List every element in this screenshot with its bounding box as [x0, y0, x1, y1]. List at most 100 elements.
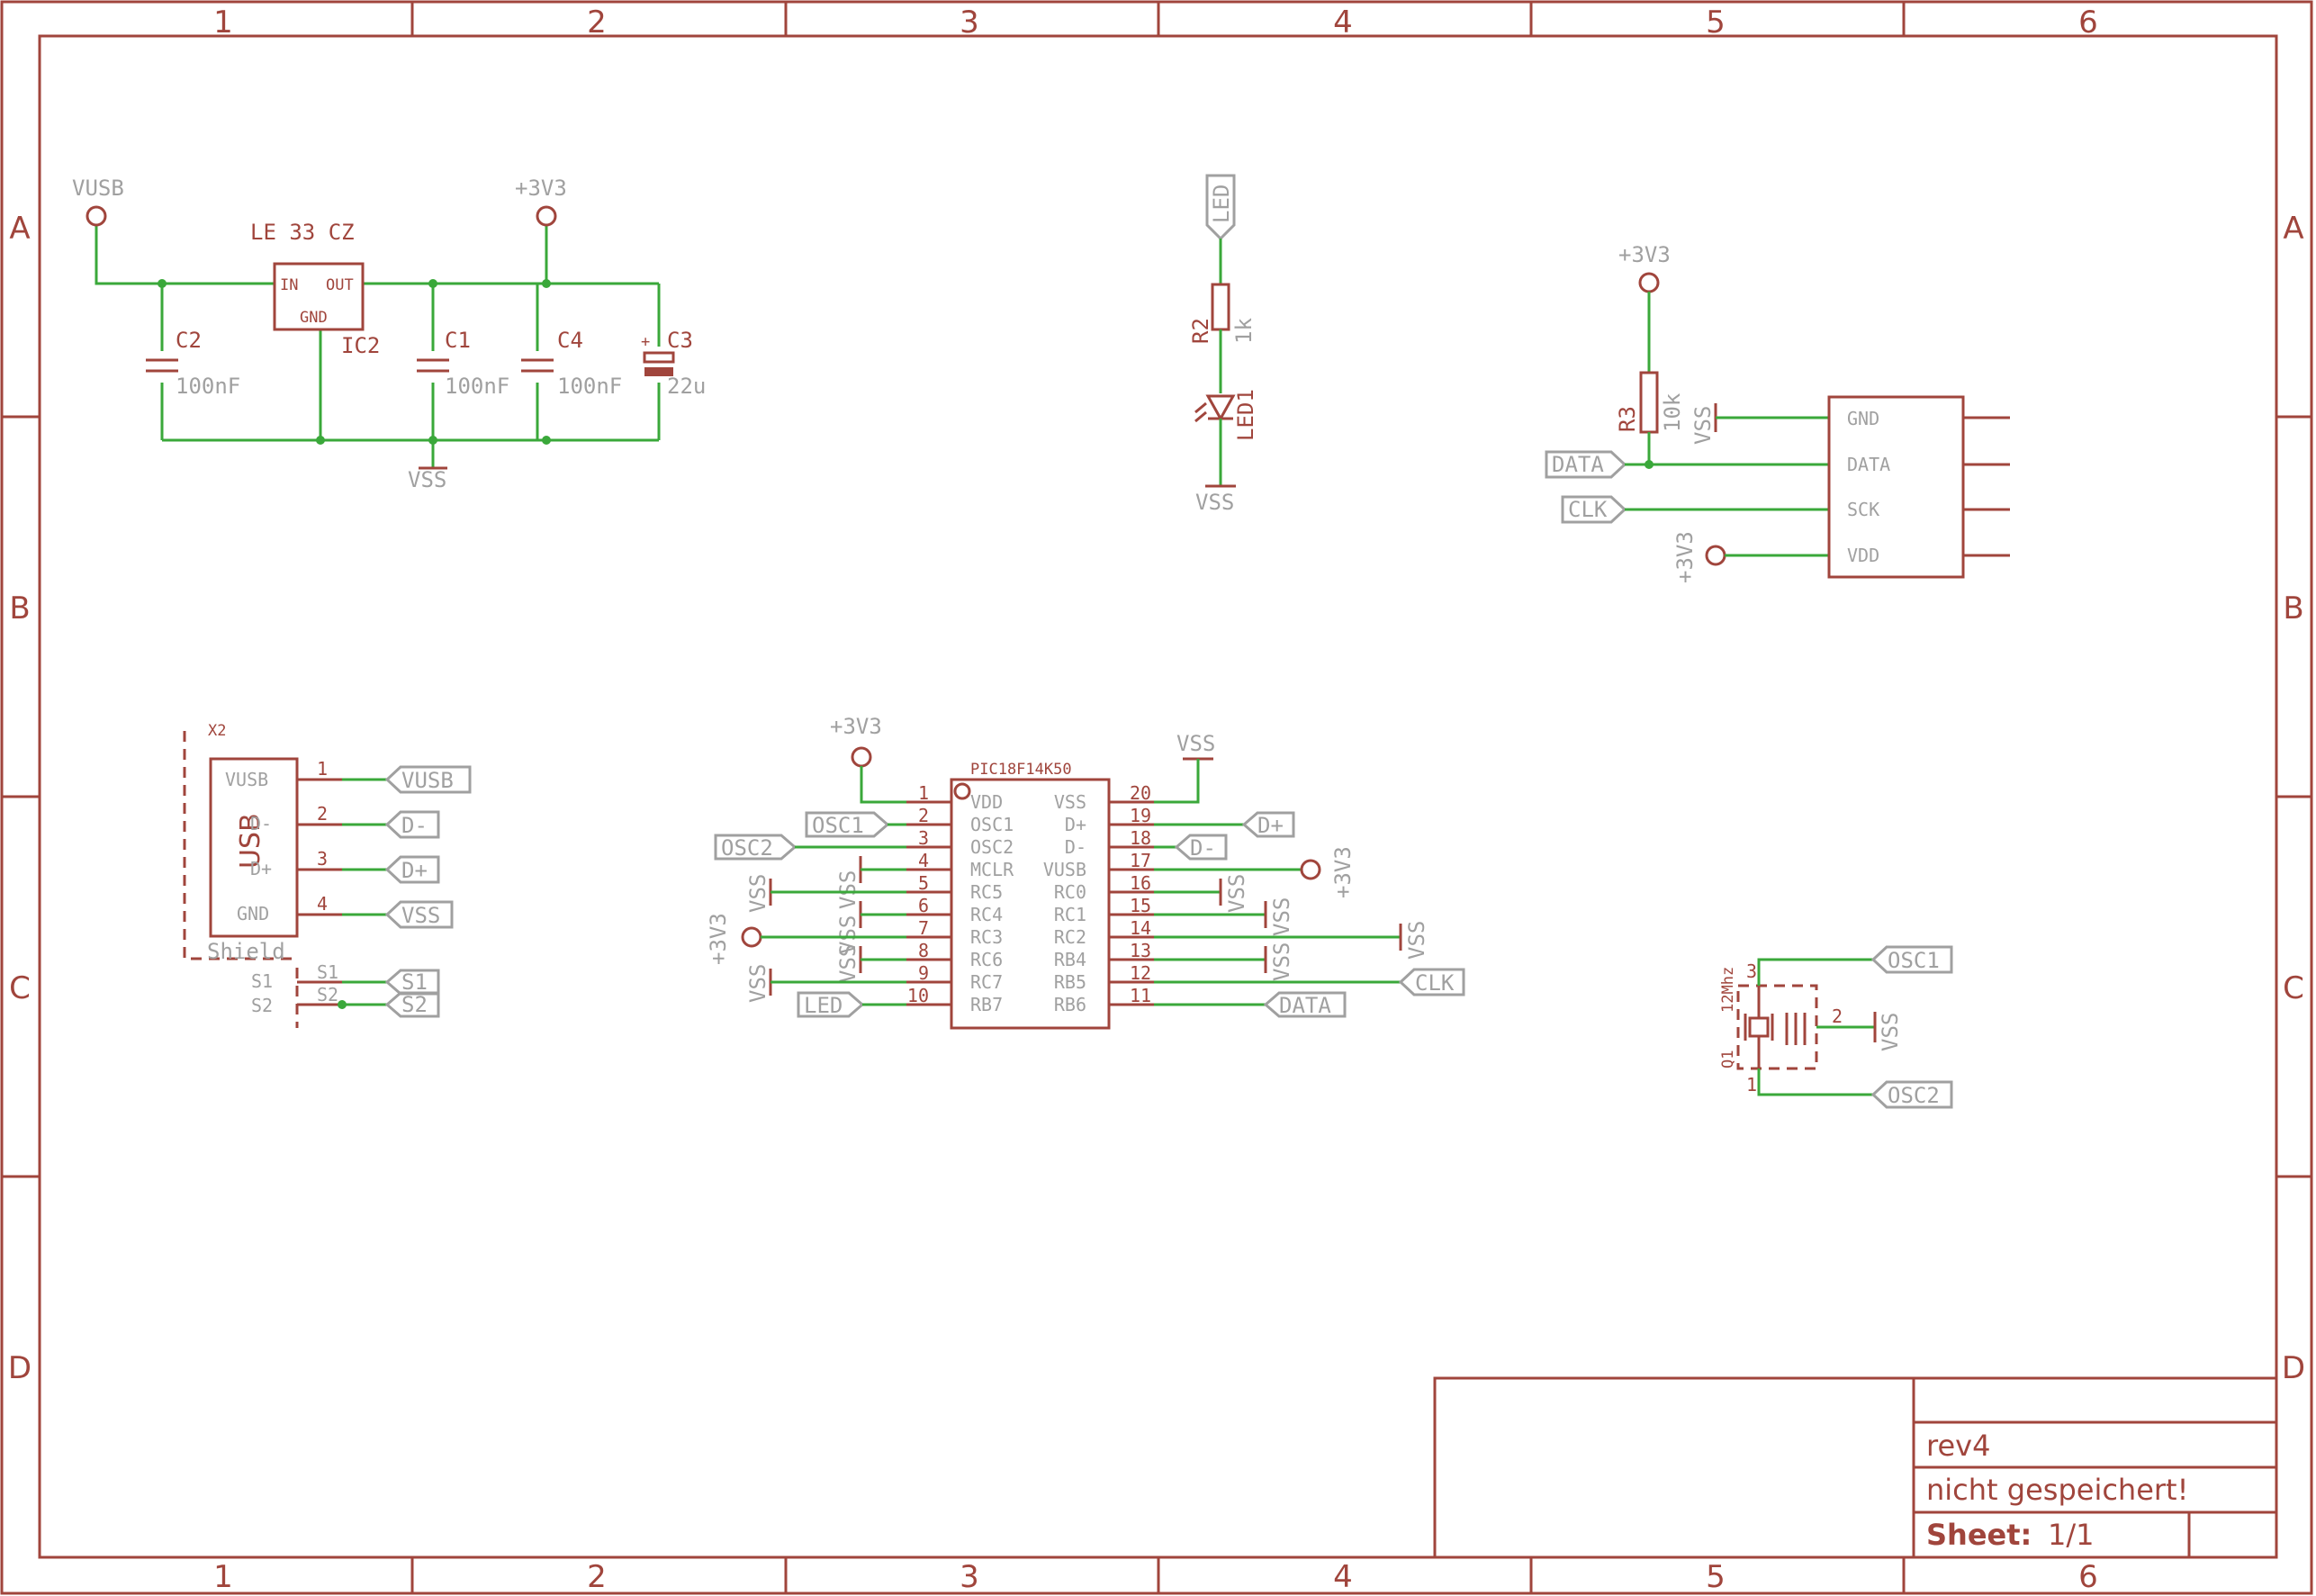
usb-dplus-net-tag [384, 855, 440, 884]
c2-name: C2 [176, 328, 202, 353]
mcu-osc2-net: OSC2 [721, 835, 773, 861]
r3-resistor-body [1639, 371, 1659, 434]
frame-row-labels-right: A B C D [2282, 211, 2305, 1386]
sheet-number: 1/1 [2048, 1518, 2095, 1552]
usb-s1-net-tag [384, 969, 440, 996]
mcu-pin-name: RC5 [970, 881, 1003, 903]
col-label: 1 [213, 1559, 233, 1595]
mcu-right-pins: VSS D+ D- VUSB RC0 RC1 RC2 RB4 RB5 RB6 2… [1043, 782, 1151, 1015]
v33-supply-symbol [1705, 545, 1726, 566]
sensor-vss-label: VSS [1690, 406, 1716, 445]
row-label: B [9, 591, 30, 627]
mcu-pin-name: RC1 [1054, 904, 1086, 925]
sensor-clk-net-tag [1561, 495, 1627, 524]
usb-pin-dminus: D- [250, 813, 272, 834]
mcu-led-net-tag [797, 991, 865, 1018]
mcu-pin-name: RC2 [1054, 926, 1086, 948]
crystal-osc1-net-tag [1870, 945, 1953, 974]
mcu-body [950, 778, 1111, 1030]
mcu-vss-label: VSS [745, 964, 770, 1003]
usb-shield-pin-s2-left: S2 [251, 995, 273, 1016]
mcu-vss-label: VSS [835, 915, 861, 954]
mcu-vss-label: VSS [835, 944, 861, 983]
crystal-element [1748, 1016, 1770, 1038]
usb-pin-number: 1 [317, 758, 328, 780]
c1-value: 100nF [445, 374, 509, 399]
mcu-dplus-net: D+ [1257, 813, 1284, 838]
crystal-pin-number: 1 [1746, 1074, 1757, 1096]
mcu-vss-label: VSS [745, 874, 770, 913]
mcu-pin-name: RB6 [1054, 994, 1086, 1015]
crystal-value: 12Mhz [1719, 967, 1737, 1013]
crystal-name: Q1 [1719, 1050, 1737, 1069]
led1-name: LED1 [1233, 389, 1258, 441]
mcu-osc1-net-tag [805, 811, 890, 838]
sensor-data-net: DATA [1552, 452, 1604, 477]
mcu-pin-number: 1 [918, 782, 929, 804]
mcu-pin-name: VSS [1054, 791, 1086, 813]
col-label: 5 [1706, 5, 1726, 41]
mcu-pin-number: 16 [1130, 872, 1151, 894]
mcu-pin-number: 12 [1130, 962, 1151, 984]
c3-polarity: + [641, 333, 650, 351]
c3-name: C3 [667, 328, 693, 353]
sensor-ic-body [1827, 395, 1965, 579]
led-net-label: LED [1209, 185, 1234, 223]
mcu-pin-number: 3 [918, 827, 929, 849]
regulator-pin-out: OUT [326, 276, 354, 294]
crystal-osc2-net-tag [1870, 1080, 1953, 1109]
usb-body-label: USB [235, 813, 266, 869]
c1-name: C1 [445, 328, 471, 353]
title-block: rev4 nicht gespeichert! Sheet: 1/1 [1433, 1376, 2278, 1559]
mcu-dminus-net: D- [1190, 835, 1216, 861]
usb-pin-number: 4 [317, 893, 328, 915]
usb-pin-number: 2 [317, 803, 328, 825]
mcu-pin-number: 7 [918, 917, 929, 939]
row-label: B [2283, 591, 2303, 627]
usb-vusb-net-tag [384, 765, 472, 794]
mcu-led-net: LED [804, 993, 843, 1018]
mcu-pin-name: D+ [1065, 814, 1086, 835]
crystal-vss-label: VSS [1878, 1013, 1903, 1051]
usb-pin-vusb: VUSB [225, 769, 268, 790]
c3-value: 22u [667, 374, 706, 399]
mcu-pin-number: 10 [907, 985, 929, 1006]
crystal-outline [1736, 984, 1818, 1070]
c4-name: C4 [557, 328, 583, 353]
row-label: D [8, 1350, 32, 1386]
v33-supply-symbol [851, 746, 872, 768]
usb-dminus-net-tag [384, 810, 440, 839]
sensor-v33-label: +3V3 [1618, 242, 1671, 267]
mcu-pin-number: 9 [918, 962, 929, 984]
mcu-left-pins: VDD OSC1 OSC2 MCLR RC5 RC4 RC3 RC6 RC7 R… [907, 782, 1014, 1015]
v33-supply-symbol [1300, 859, 1321, 880]
crystal-pin-number: 3 [1746, 960, 1757, 982]
mcu-pin-number: 13 [1130, 940, 1151, 961]
v33-supply-label: +3V3 [515, 176, 567, 201]
r3-name: R3 [1615, 406, 1640, 432]
frame-column-labels-top: 1 2 3 4 5 6 [213, 5, 2098, 41]
mcu-v33-label: +3V3 [830, 714, 882, 739]
mcu-pin-name: RC7 [970, 971, 1003, 993]
vusb-supply-symbol [86, 205, 107, 227]
c4-value: 100nF [557, 374, 622, 399]
crystal-osc2-net: OSC2 [1888, 1083, 1940, 1108]
mcu-pin-name: RB7 [970, 994, 1003, 1015]
usb-s1-net: S1 [401, 969, 428, 995]
mcu-clk-net-tag [1398, 968, 1465, 996]
usb-shield-pin-s2-right: S2 [317, 984, 338, 1005]
col-label: 6 [2078, 5, 2098, 41]
sheet-label: Sheet: [1926, 1518, 2032, 1552]
usb-pin-number: 3 [317, 848, 328, 870]
col-label: 3 [960, 1559, 979, 1595]
usb-dplus-net: D+ [401, 858, 428, 883]
usb-vss-net: VSS [401, 903, 440, 928]
row-label: C [9, 970, 31, 1006]
r3-value: 10k [1660, 392, 1685, 432]
c2-value: 100nF [176, 374, 240, 399]
mcu-pin-name: RC0 [1054, 881, 1086, 903]
mcu-vss-label: VSS [1224, 874, 1249, 913]
col-label: 3 [960, 5, 979, 41]
frame-row-labels-left: A B C D [8, 211, 32, 1386]
